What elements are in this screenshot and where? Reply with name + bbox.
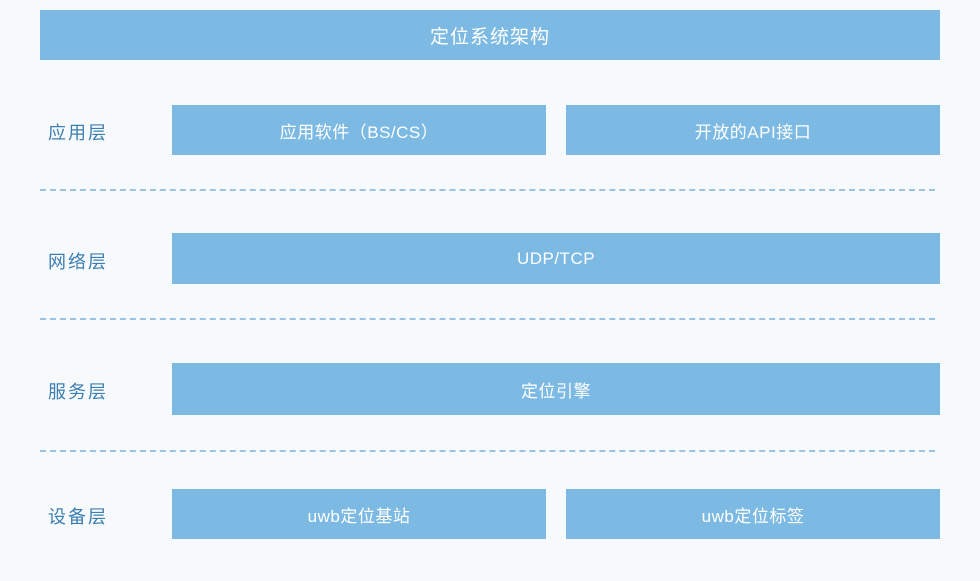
layer-row-device: 设备层 uwb定位基站 uwb定位标签 <box>0 489 980 539</box>
box-open-api[interactable]: 开放的API接口 <box>566 105 940 155</box>
layer-divider-1 <box>40 189 935 191</box>
box-label-application-software: 应用软件（BS/CS） <box>279 122 439 142</box>
diagram-title-bar: 定位系统架构 <box>40 10 940 60</box>
layer-label-application: 应用层 <box>48 123 108 143</box>
box-application-software[interactable]: 应用软件（BS/CS） <box>172 105 546 155</box>
layer-label-service: 服务层 <box>48 382 108 402</box>
layer-boxes-service: 定位引擎 <box>172 363 940 415</box>
box-uwb-tag[interactable]: uwb定位标签 <box>566 489 940 539</box>
box-label-positioning-engine: 定位引擎 <box>521 381 591 401</box>
box-label-open-api: 开放的API接口 <box>694 122 812 142</box>
layer-row-service: 服务层 定位引擎 <box>0 363 980 415</box>
layer-row-network: 网络层 UDP/TCP <box>0 233 980 284</box>
box-label-udp-tcp: UDP/TCP <box>516 248 596 268</box>
box-label-uwb-tag: uwb定位标签 <box>701 506 805 526</box>
box-label-uwb-anchor: uwb定位基站 <box>307 506 411 526</box>
layer-boxes-network: UDP/TCP <box>172 233 940 284</box>
layer-row-application: 应用层 应用软件（BS/CS） 开放的API接口 <box>0 105 980 155</box>
layer-divider-3 <box>40 450 935 452</box>
layer-boxes-device: uwb定位基站 uwb定位标签 <box>172 489 940 539</box>
layer-label-device: 设备层 <box>48 507 108 527</box>
layer-divider-2 <box>40 318 935 320</box>
box-uwb-anchor[interactable]: uwb定位基站 <box>172 489 546 539</box>
layer-label-network: 网络层 <box>48 252 108 272</box>
diagram-title: 定位系统架构 <box>429 26 550 48</box>
layer-boxes-application: 应用软件（BS/CS） 开放的API接口 <box>172 105 940 155</box>
box-udp-tcp[interactable]: UDP/TCP <box>172 233 940 284</box>
box-positioning-engine[interactable]: 定位引擎 <box>172 363 940 415</box>
